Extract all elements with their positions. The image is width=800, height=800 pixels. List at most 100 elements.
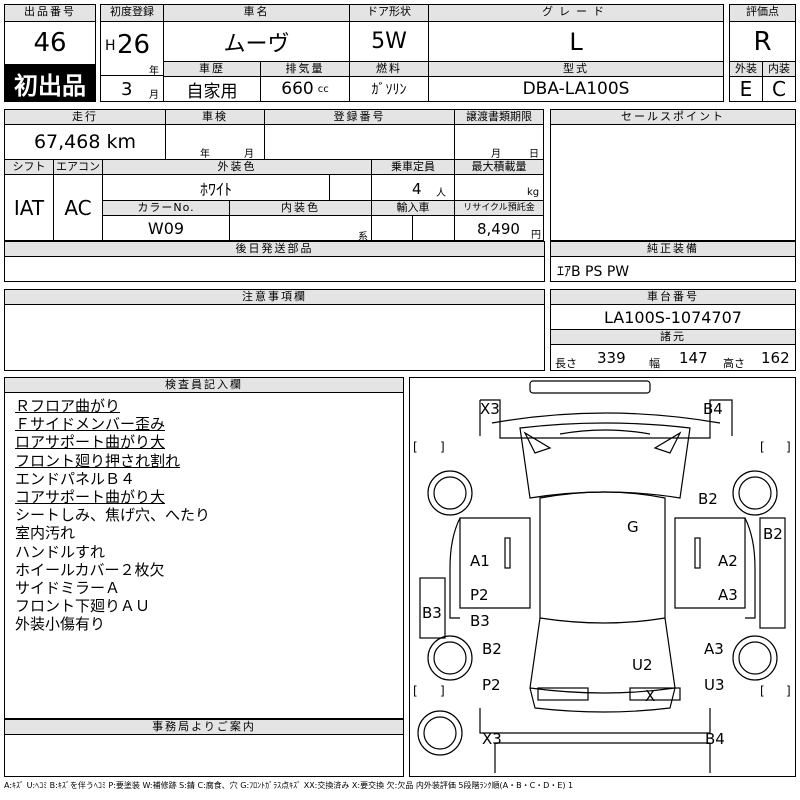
grade-header: グレード <box>428 4 724 22</box>
model-header: 型式 <box>428 61 724 77</box>
int-color-unit: 系 <box>358 232 368 243</box>
length: 339 <box>597 349 626 367</box>
width-label: 幅 <box>649 357 660 370</box>
fuel-header: 燃料 <box>349 61 429 77</box>
notes-cell <box>4 304 545 371</box>
fuel: ｶﾞｿﾘﾝ <box>349 76 429 102</box>
office-cell <box>4 734 404 777</box>
damage-mark: B4 <box>705 730 725 748</box>
displacement: 660 <box>281 79 314 99</box>
reg-year: 26 <box>117 30 151 60</box>
damage-mark: B3 <box>422 604 442 622</box>
ac-header: エアコン <box>53 159 103 175</box>
inspector-note-line: フロント廻り押され割れ <box>15 451 181 470</box>
inspector-note-line: シートしみ、焦げ穴、へたり <box>15 506 211 525</box>
max-load-unit: kg <box>527 187 540 198</box>
damage-mark: B2 <box>482 640 502 658</box>
damage-mark: B4 <box>703 400 723 418</box>
era: H <box>105 38 116 54</box>
damage-mark: U3 <box>704 676 725 694</box>
inspector-note-line: ロアサポート曲がり大 <box>15 433 166 452</box>
interior-header: 内装 <box>762 61 796 77</box>
import-header: 輸入車 <box>371 200 455 216</box>
equipment-header: 純正装備 <box>550 241 796 257</box>
first-registration-year-cell: H 26 年 <box>100 21 164 77</box>
interior-score: C <box>762 76 796 102</box>
damage-mark: X3 <box>480 400 500 418</box>
inspection-cell: 年 月 <box>165 124 265 160</box>
transfer-month-unit: 月 <box>491 149 501 160</box>
damage-mark: P2 <box>482 676 501 694</box>
inspector-note-line: ハンドルすれ <box>15 542 106 561</box>
int-color-cell: 系 <box>229 215 372 243</box>
reg-number-header: 登録番号 <box>264 109 455 125</box>
damage-mark: A1 <box>470 552 490 570</box>
damage-mark: A3 <box>704 640 724 658</box>
year-unit: 年 <box>149 66 159 77</box>
inspector-note-line: サイドミラーＡ <box>15 579 121 597</box>
inspector-header: 検査員記入欄 <box>4 377 404 393</box>
seats-unit: 人 <box>436 188 446 199</box>
bracket: [ <box>413 684 418 698</box>
import-cell-right <box>412 215 455 241</box>
max-load-cell: kg <box>454 174 544 201</box>
inspector-note-line: コアサポート曲がり大 <box>15 488 166 506</box>
insp-month-unit: 月 <box>244 149 254 160</box>
recycle-cell: 8,490 円 <box>454 215 544 241</box>
exterior-score: E <box>729 76 763 102</box>
later-parts-cell <box>4 256 545 282</box>
insp-year-unit: 年 <box>200 149 210 160</box>
car-name-header: 車名 <box>163 4 350 22</box>
grade: L <box>428 21 724 62</box>
mileage: 67,468 km <box>4 124 166 160</box>
score-header: 評価点 <box>729 4 796 22</box>
damage-mark: B3 <box>470 612 490 630</box>
damage-mark: U2 <box>632 656 653 674</box>
ext-color: ﾎﾜｲﾄ <box>102 174 330 201</box>
dims-cell: 長さ 339 幅 147 高さ 162 <box>550 344 796 371</box>
transfer-header: 譲渡書類期限 <box>454 109 544 125</box>
bracket: [ <box>413 440 418 454</box>
damage-mark: G <box>627 518 639 536</box>
legend: A:ｷｽﾞ U:ﾍｺﾐ B:ｷｽﾞを伴うﾍｺﾐ P:要塗装 W:補修跡 S:錆 … <box>4 781 574 790</box>
displacement-cell: 660 cc <box>260 76 350 102</box>
bracket: ] <box>440 684 445 698</box>
later-parts-header: 後日発送部品 <box>4 241 545 257</box>
bracket: [ <box>760 684 765 698</box>
chassis-number: LA100S-1074707 <box>550 304 796 330</box>
first-registration-month-cell: 3 月 <box>100 75 164 102</box>
notes-header: 注意事項欄 <box>4 289 545 305</box>
reg-month: 3 <box>121 79 133 100</box>
lot-number-header: 出品番号 <box>4 4 96 22</box>
bracket: [ <box>760 440 765 454</box>
recycle-unit: 円 <box>531 230 541 241</box>
chassis-header: 車台番号 <box>550 289 796 305</box>
transfer-day-unit: 日 <box>529 149 539 160</box>
sales-point-cell <box>550 124 796 241</box>
sales-point-header: セールスポイント <box>550 109 796 125</box>
height: 162 <box>761 349 790 367</box>
equipment-cell: ｴｱB PS PW <box>550 256 796 282</box>
bracket: ] <box>786 440 791 454</box>
bracket: ] <box>440 440 445 454</box>
recycle-fee: 8,490 <box>477 220 520 238</box>
damage-mark: B2 <box>698 490 718 508</box>
inspector-note-line: フロント下廻りＡＵ <box>15 597 151 616</box>
car-diagram-svg <box>417 380 786 773</box>
inspector-note-line: Ｒフロア曲がり <box>15 397 121 415</box>
displacement-header: 排気量 <box>260 61 350 77</box>
transfer-cell: 月 日 <box>454 124 544 160</box>
inspector-note-line: ホイールカバー２枚欠 <box>15 560 165 579</box>
history-header: 車歴 <box>163 61 261 77</box>
reg-number-cell <box>264 124 455 160</box>
inspection-header: 車検 <box>165 109 265 125</box>
damage-mark: A2 <box>718 552 738 570</box>
ext-color-extra <box>329 174 372 201</box>
first-registration-header: 初度登録 <box>100 4 164 22</box>
month-unit: 月 <box>149 90 159 101</box>
history: 自家用 <box>163 76 261 102</box>
car-diagram: X3 B4 B2 B2 G A1 A2 P2 A3 B3 B3 B2 A3 U2… <box>409 377 796 777</box>
max-load-header: 最大積載量 <box>454 159 544 175</box>
seats: 4 <box>412 180 422 198</box>
